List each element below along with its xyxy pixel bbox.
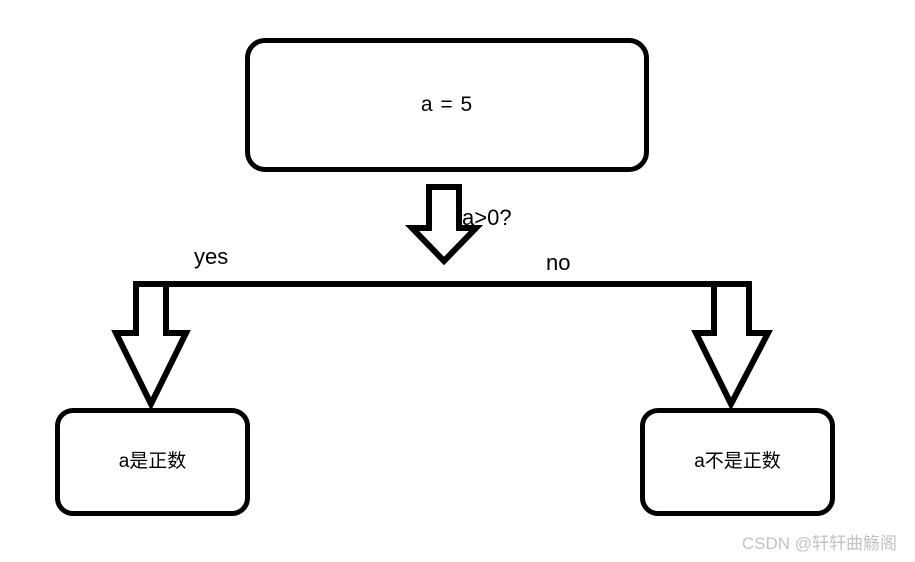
node-yes-result: a是正数: [55, 408, 250, 516]
node-no-result-label: a不是正数: [694, 450, 781, 472]
edge-label-yes: yes: [194, 244, 229, 269]
node-no-result: a不是正数: [640, 408, 835, 516]
watermark: CSDN @轩轩曲觞阁: [741, 534, 897, 553]
node-yes-result-label: a是正数: [118, 450, 187, 472]
node-start: a = 5: [245, 38, 649, 172]
edge-label-condition: a>0?: [462, 205, 512, 230]
node-start-label: a = 5: [420, 93, 474, 117]
yes-branch-arrow-icon: [111, 281, 191, 411]
edge-label-no: no: [546, 250, 571, 275]
condition-arrow-icon: [404, 184, 484, 266]
no-branch-arrow-icon: [691, 281, 773, 411]
